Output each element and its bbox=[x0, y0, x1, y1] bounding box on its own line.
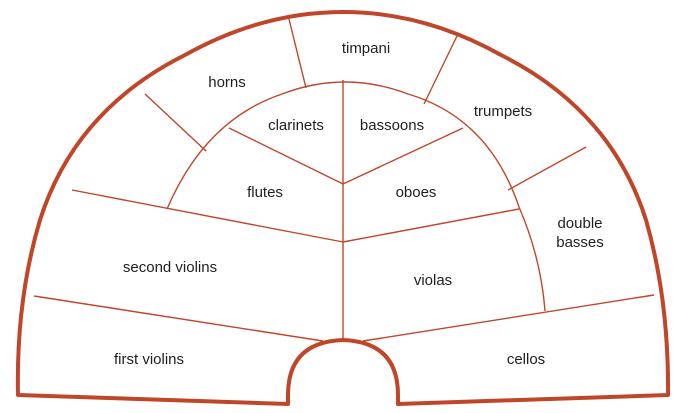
cellos-upper-line bbox=[362, 294, 655, 342]
violas-upper-line bbox=[342, 208, 520, 243]
inner-arc bbox=[166, 81, 546, 312]
clarinets-label: clarinets bbox=[268, 117, 324, 134]
cellos-label: cellos bbox=[507, 351, 545, 368]
stage-outline bbox=[15, 10, 671, 406]
flutes-label: flutes bbox=[247, 184, 283, 201]
timpani-label: timpani bbox=[342, 40, 390, 57]
horns-label: horns bbox=[208, 74, 246, 91]
second-violins-upper-line bbox=[71, 189, 344, 243]
section-labels: timpani horns trumpets clarinets bassoon… bbox=[114, 40, 604, 368]
double-basses-label-line1: double bbox=[557, 215, 602, 232]
first-violins-label: first violins bbox=[114, 351, 184, 368]
horns-timpani-line bbox=[287, 14, 307, 89]
clarinets-flutes-line bbox=[228, 127, 344, 185]
violas-label: violas bbox=[414, 272, 452, 289]
bassoons-oboes-line bbox=[342, 127, 464, 185]
timpani-trumpets-line bbox=[423, 33, 459, 105]
horns-left-line bbox=[144, 93, 207, 152]
trumpets-basses-line bbox=[507, 146, 587, 191]
bassoons-label: bassoons bbox=[360, 117, 424, 134]
first-violins-upper-line bbox=[33, 295, 324, 342]
section-dividers bbox=[33, 14, 655, 342]
trumpets-label: trumpets bbox=[474, 103, 532, 120]
oboes-label: oboes bbox=[396, 184, 437, 201]
double-basses-label-line2: basses bbox=[556, 234, 604, 251]
second-violins-label: second violins bbox=[123, 259, 217, 276]
